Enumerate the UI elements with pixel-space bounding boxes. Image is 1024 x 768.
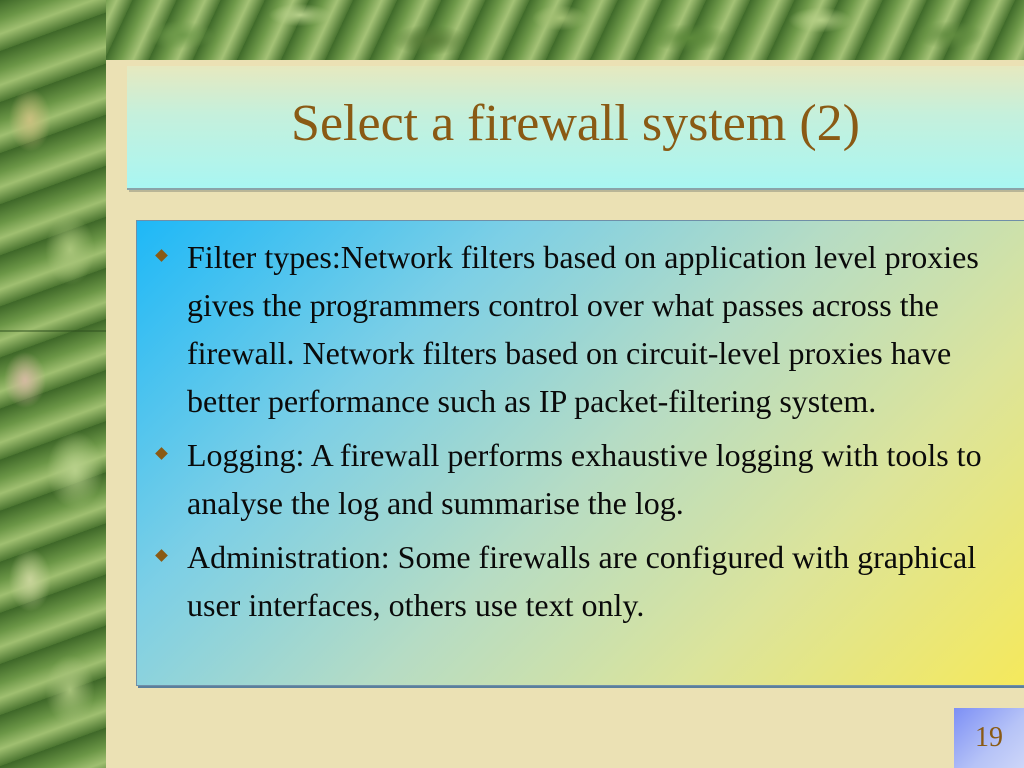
bullet-text: Administration: Some firewalls are confi… <box>187 539 977 623</box>
bullet-item: Logging: A firewall performs exhaustive … <box>155 431 1011 527</box>
page-number: 19 <box>975 722 1003 753</box>
leaf-photo-left <box>0 0 106 768</box>
title-box: Select a firewall system (2) <box>127 66 1024 190</box>
leaf-photo-top <box>0 0 1024 60</box>
diamond-bullet-icon <box>155 447 168 460</box>
diamond-bullet-icon <box>155 249 168 262</box>
bullet-item: Administration: Some firewalls are confi… <box>155 533 1011 629</box>
diamond-bullet-icon <box>155 549 168 562</box>
bullet-list: Filter types:Network filters based on ap… <box>137 221 1024 629</box>
content-box: Filter types:Network filters based on ap… <box>136 220 1024 686</box>
slide-title: Select a firewall system (2) <box>291 95 860 152</box>
bullet-text: Logging: A firewall performs exhaustive … <box>187 437 982 521</box>
page-number-box: 19 <box>954 708 1024 768</box>
bullet-item: Filter types:Network filters based on ap… <box>155 233 1011 425</box>
bullet-text: Filter types:Network filters based on ap… <box>187 239 979 419</box>
